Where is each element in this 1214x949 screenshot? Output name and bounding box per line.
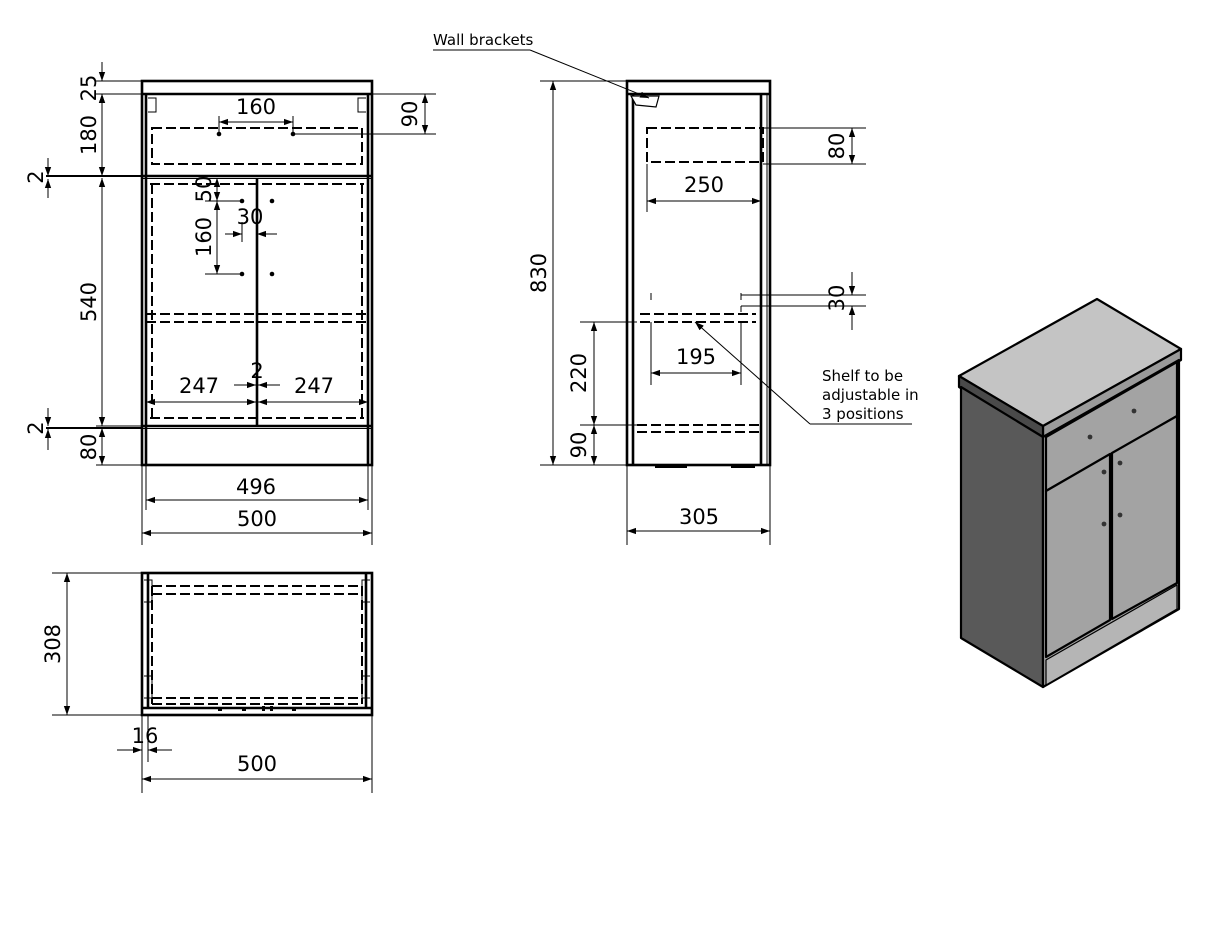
side-view: 830 80 250 30 195 220 90 305 Wall bracke… [433,31,919,545]
bracket-right [357,97,366,113]
dim-drawer-depth: 250 [684,173,724,197]
dim-drawer-height: 180 [77,115,101,155]
side-drawer-hidden [646,127,764,163]
dim-handle-spacing: 160 [236,95,276,119]
dim-door-handle-spacing: 160 [192,217,216,257]
wall-brackets-leader [529,49,650,99]
wall-brackets-label: Wall brackets [433,31,534,49]
front-outline [140,79,374,467]
drawer-box-hidden [151,127,363,165]
plan-outline [140,571,374,717]
iso-plinth [1045,584,1178,686]
isometric-view [957,297,1183,689]
dim-top-thickness: 25 [77,75,101,102]
dim-shelf-step: 30 [825,285,849,312]
shelf-note-leader [694,321,811,425]
dim-drawer-handle-height: 90 [398,101,422,128]
side-dimensions [540,80,866,545]
shelf-note-line2: adjustable in [822,386,919,404]
door-width-dims [146,381,368,406]
dim-plan-depth: 308 [41,624,65,664]
front-width-dims [141,465,373,545]
iso-door-handle [1101,469,1107,475]
side-foot-front [655,464,687,468]
dim-door-width-left: 247 [179,374,219,398]
door-handle-dot [269,271,275,277]
wall-bracket-shape [629,95,660,108]
front-left-dimensions [44,62,142,466]
dim-drawer-box-height: 80 [825,133,849,160]
iso-side-panel [959,385,1045,689]
dim-plan-width: 500 [237,752,277,776]
dim-inner-width: 496 [236,475,276,499]
dim-door-width-right: 247 [294,374,334,398]
front-view: 25 180 2 540 2 80 160 90 50 160 [24,62,436,545]
dim-plinth: 80 [77,434,101,461]
door-handle-dims [205,178,277,275]
side-foot-back [731,464,755,468]
plan-dimensions [52,572,373,793]
dim-base-height: 90 [567,432,591,459]
dim-gap-lower: 2 [24,421,48,434]
dim-panel-thickness: 16 [132,724,159,748]
shelf-note-line1: Shelf to be [822,367,903,385]
door-handle-dot [269,198,275,204]
dim-door-height: 540 [77,282,101,322]
plan-view: 308 16 500 [41,571,374,793]
bracket-left [148,97,157,113]
dim-shelf-depth: 195 [676,345,716,369]
shelf-note-line3: 3 positions [822,405,904,423]
side-outline [625,79,772,467]
dim-door-gap: 2 [250,359,263,383]
iso-drawer-handle-left [1087,434,1093,440]
dim-shelf-height: 220 [567,353,591,393]
iso-door-left [1044,452,1112,659]
dim-overall-depth: 305 [679,505,719,529]
dim-overall-height: 830 [527,253,551,293]
dim-overall-width: 500 [237,507,277,531]
dim-handle-gap: 30 [237,205,264,229]
iso-door-right [1110,414,1179,621]
dim-handle-top-offset: 50 [192,176,216,203]
iso-drawer-handle-right [1131,408,1137,414]
iso-door-handle [1117,512,1123,518]
dim-gap-upper: 2 [24,170,48,183]
iso-door-handle [1117,460,1123,466]
drawer-handle-dims [218,93,436,135]
iso-door-handle [1101,521,1107,527]
